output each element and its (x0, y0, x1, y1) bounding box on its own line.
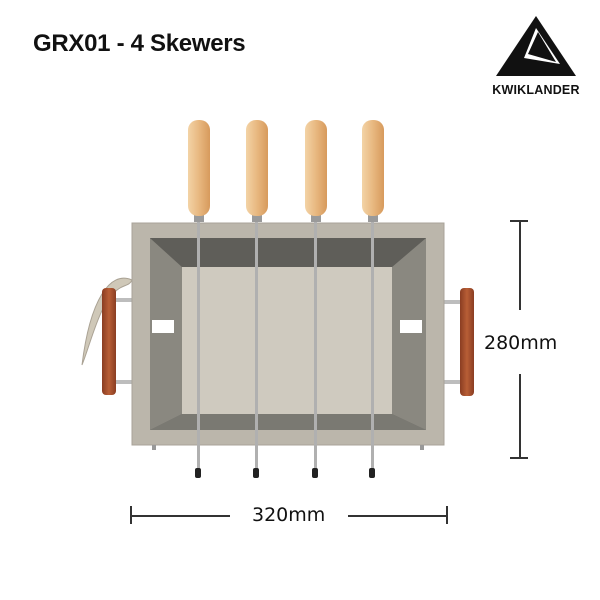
skewer-4 (362, 120, 384, 478)
height-dimension-label: 280mm (484, 332, 558, 354)
width-dimension-line-left (130, 515, 230, 517)
width-dimension-label: 320mm (252, 504, 326, 526)
width-dimension-cap-right (446, 506, 448, 524)
skewer-3 (305, 120, 327, 478)
brand-logo: KWIKLANDER (488, 14, 580, 104)
height-dimension-line-bottom (519, 374, 521, 458)
right-handle (460, 288, 474, 396)
skewer-1 (188, 120, 210, 478)
page-title: GRX01 - 4 Skewers (33, 30, 246, 57)
height-dimension-cap-bottom (510, 457, 528, 459)
brand-name: KWIKLANDER (492, 83, 580, 97)
height-dimension-line-top (519, 220, 521, 310)
width-dimension-line-right (348, 515, 446, 517)
skewer-2 (246, 120, 268, 478)
left-handle (102, 288, 116, 395)
product-image (70, 110, 490, 490)
triangle-logo-icon (496, 16, 576, 76)
